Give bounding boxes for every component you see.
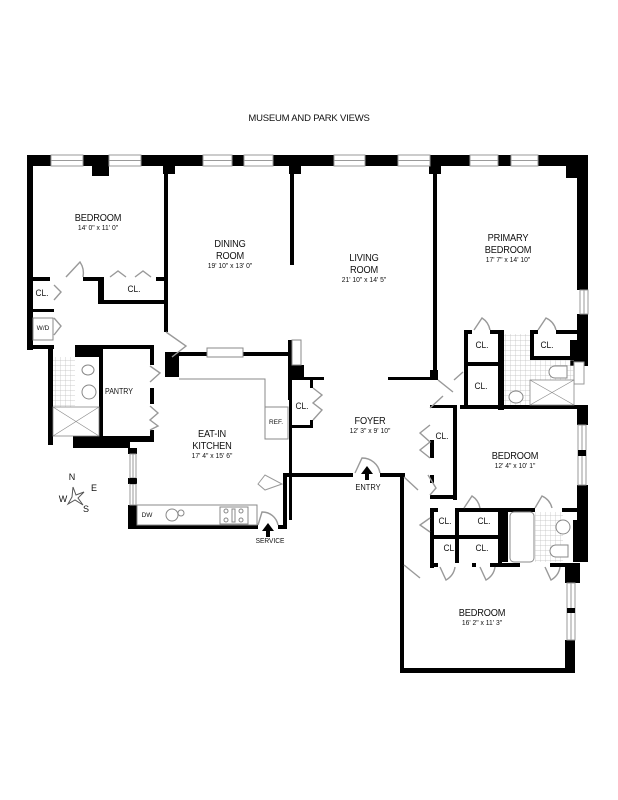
service-arrow	[262, 523, 274, 537]
entry-arrow	[361, 466, 373, 480]
room-label-bedroom-se: BEDROOM 16' 2" x 11' 3"	[458, 607, 506, 628]
closet-label: CL.	[477, 516, 491, 527]
closet-label: CL.	[474, 381, 488, 392]
doors	[53, 260, 561, 581]
kitchen-fixtures	[136, 378, 289, 526]
service-label: SERVICE	[255, 536, 285, 545]
closet-label: CL.	[35, 288, 49, 299]
room-label-foyer: FOYER 12' 3" x 9' 10"	[349, 415, 391, 436]
entry-label: ENTRY	[355, 482, 381, 492]
room-label-bedroom-nw: BEDROOM 14' 0" x 11' 0"	[74, 212, 122, 233]
windows-top	[50, 154, 589, 315]
washer-dryer-label: W/D	[36, 325, 50, 332]
compass-n: N	[68, 472, 76, 482]
closet-label: CL.	[475, 543, 489, 554]
interior-walls	[27, 170, 588, 673]
compass-icon	[66, 486, 85, 506]
closet-label: CL.	[438, 516, 452, 527]
closet-label: CL.	[127, 284, 141, 295]
closet-label: CL.	[540, 340, 554, 351]
closet-label: CL.	[295, 401, 309, 412]
room-label-bedroom-e: BEDROOM 12' 4" x 10' 1"	[491, 450, 539, 471]
room-label-primary-bedroom: PRIMARY BEDROOM 17' 7" x 14' 10"	[484, 232, 532, 265]
closet-label: CL.	[443, 543, 457, 554]
room-label-living: LIVING ROOM 21' 10" x 14' 5"	[341, 252, 387, 285]
arrows	[262, 466, 373, 537]
dishwasher-label: DW	[141, 512, 153, 519]
bathrooms	[32, 317, 575, 563]
closet-label: CL.	[475, 340, 489, 351]
plan-title: MUSEUM AND PARK VIEWS	[248, 113, 370, 124]
exterior-walls	[27, 155, 588, 366]
closet-label: CL.	[435, 431, 449, 442]
room-label-kitchen: EAT-IN KITCHEN 17' 4" x 15' 6"	[191, 428, 233, 461]
pantry-label: PANTRY	[105, 387, 133, 396]
compass-e: E	[90, 483, 98, 493]
refrigerator-label: REF.	[268, 419, 284, 426]
compass-w: W	[58, 494, 68, 504]
fireplace	[206, 347, 244, 358]
room-label-dining: DINING ROOM 19' 10" x 13' 0"	[207, 238, 253, 271]
compass-s: S	[82, 504, 90, 514]
